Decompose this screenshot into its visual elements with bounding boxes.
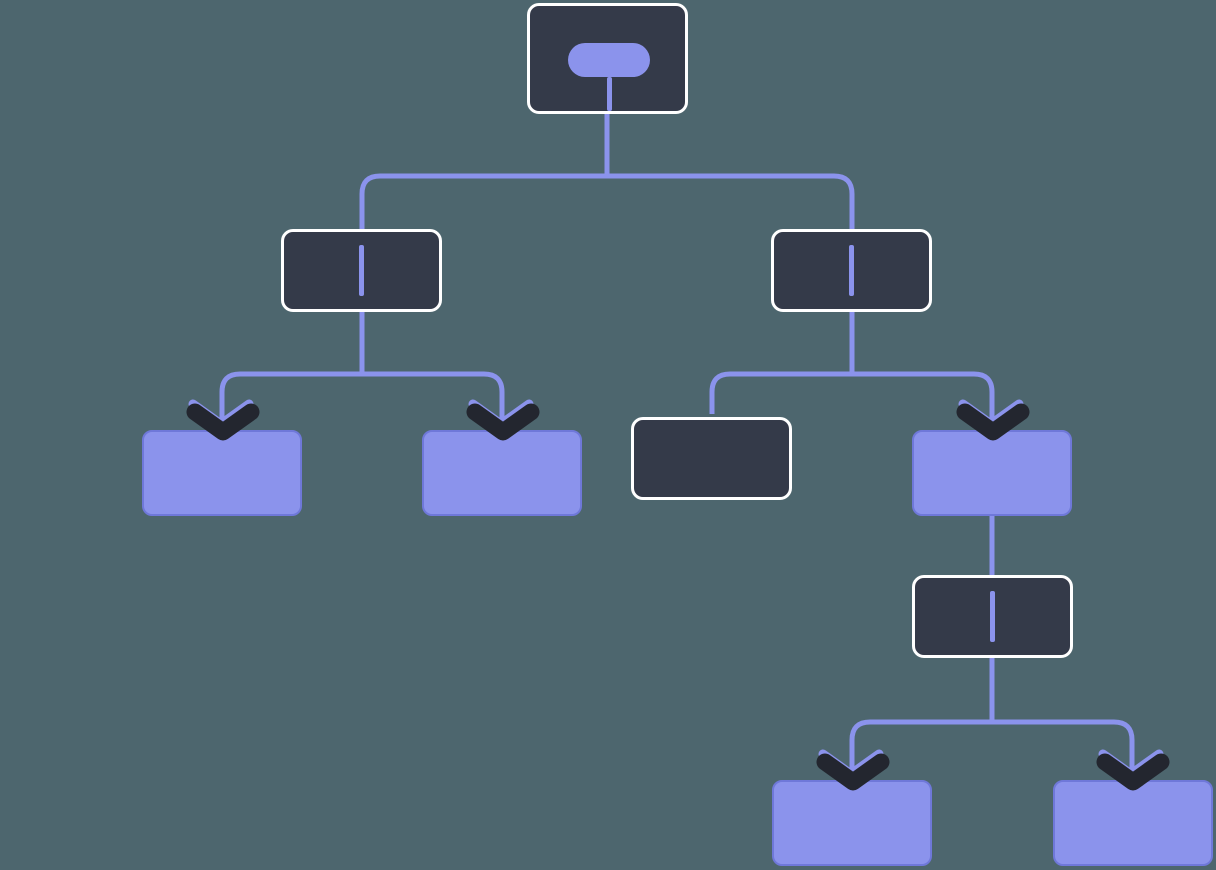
node-root-collapsed-pill[interactable] xyxy=(568,43,650,77)
node-branch-left-inner-connector xyxy=(359,245,364,296)
node-leaf-5[interactable] xyxy=(772,780,932,866)
node-branch-right-inner-connector xyxy=(849,245,854,296)
node-branch-deep-inner-connector xyxy=(990,591,995,642)
node-root-inner-connector xyxy=(606,77,612,111)
node-leaf-4[interactable] xyxy=(912,430,1072,516)
node-leaf-1[interactable] xyxy=(142,430,302,516)
node-leaf-2[interactable] xyxy=(422,430,582,516)
node-leaf-3-dark[interactable] xyxy=(631,417,792,500)
node-leaf-6[interactable] xyxy=(1053,780,1213,866)
